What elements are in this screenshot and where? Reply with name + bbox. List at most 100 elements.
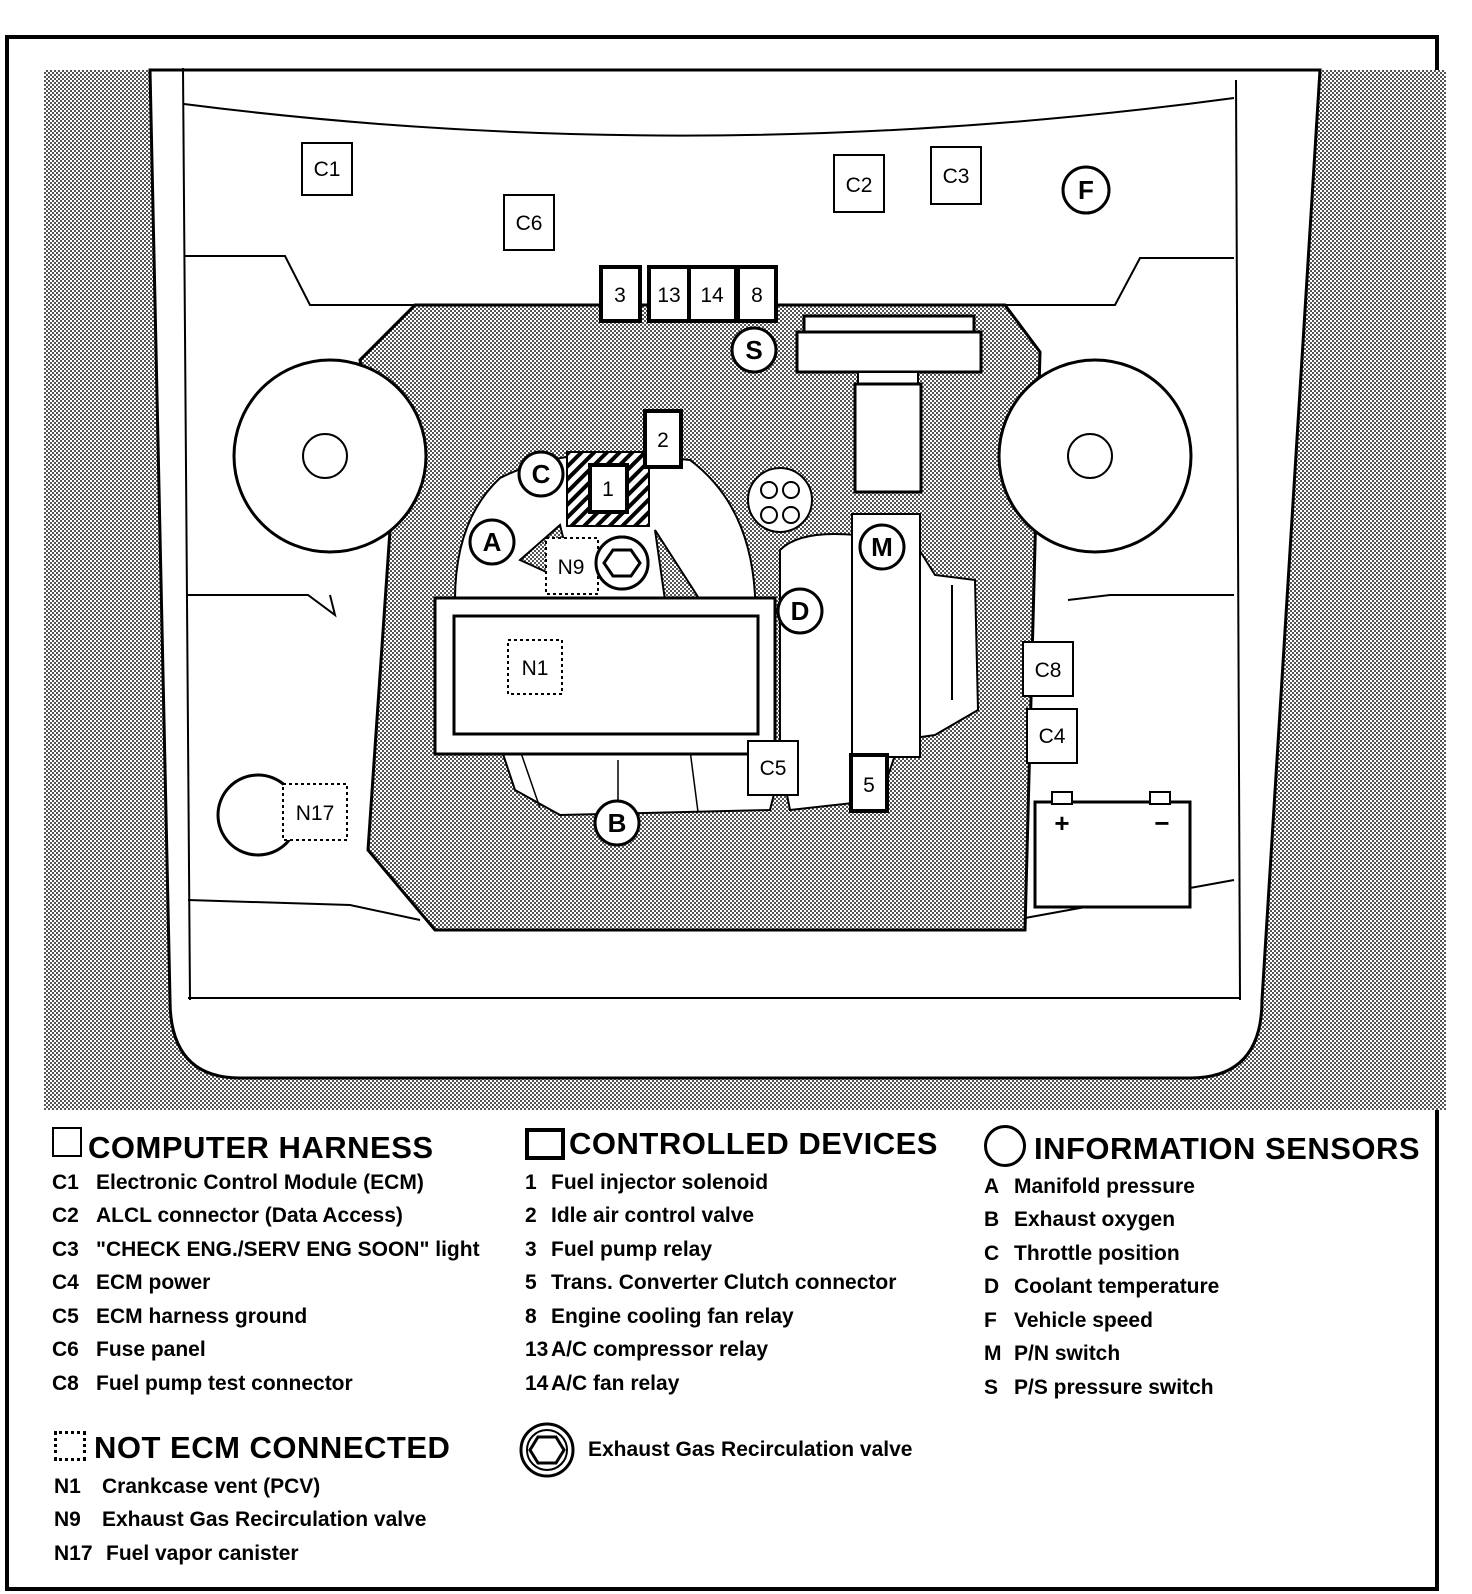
legend-not-ecm-connected-title: NOT ECM CONNECTED (94, 1430, 451, 1465)
device-3: 3 (599, 265, 642, 323)
information-sensors-circle-icon (984, 1125, 1026, 1167)
svg-text:C5: C5 (760, 757, 787, 780)
not-ecm-n1: N1 (507, 639, 563, 695)
svg-text:N1: N1 (522, 657, 549, 680)
device-2: 2 (643, 409, 683, 469)
battery: + − (1033, 791, 1192, 909)
left-lower-line (187, 899, 421, 921)
not-ecm-n17: N17 (282, 783, 348, 841)
legend-egr-symbol: Exhaust Gas Recirculation valve (518, 1422, 938, 1478)
svg-text:N9: N9 (558, 556, 585, 579)
inner-right-edge (1235, 79, 1241, 1001)
sensor-b: B (593, 799, 641, 847)
radiator-top-bar (802, 314, 976, 334)
svg-text:D: D (791, 596, 810, 626)
svg-text:S: S (745, 335, 762, 365)
svg-text:B: B (608, 808, 627, 838)
svg-text:2: 2 (657, 429, 669, 452)
svg-text:1: 1 (602, 478, 614, 501)
right-fender-line (1067, 594, 1234, 601)
sensor-d: D (776, 587, 824, 635)
radiator-stack (853, 382, 923, 494)
svg-text:F: F (1078, 175, 1094, 205)
harness-c2: C2 (833, 154, 885, 213)
svg-text:C1: C1 (314, 158, 341, 181)
svg-text:C6: C6 (516, 212, 543, 235)
svg-text:N17: N17 (296, 802, 335, 825)
controlled-devices-square-icon (525, 1128, 565, 1160)
svg-text:3: 3 (614, 284, 626, 307)
legend-row: C3"CHECK ENG./SERV ENG SOON" light (52, 1237, 480, 1261)
svg-text:8: 8 (751, 284, 763, 307)
cowl-panel (183, 97, 1235, 137)
egr-valve-front (594, 535, 650, 591)
sensor-s: S (730, 326, 778, 374)
device-5: 5 (849, 753, 889, 813)
sensor-f: F (1061, 165, 1111, 215)
radiator-neck (857, 371, 919, 385)
legend-information-sensors-title: INFORMATION SENSORS (1034, 1131, 1421, 1166)
device-8: 8 (736, 265, 778, 323)
harness-c4: C4 (1026, 708, 1078, 764)
battery-plus: + (1054, 808, 1069, 838)
svg-text:5: 5 (863, 774, 875, 797)
harness-c3: C3 (930, 146, 982, 205)
not-ecm-dotted-square-icon (54, 1431, 86, 1461)
device-13: 13 (647, 265, 691, 323)
battery-minus: − (1154, 808, 1169, 838)
svg-text:C: C (532, 459, 551, 489)
svg-text:14: 14 (700, 284, 724, 307)
sensor-c: C (517, 450, 565, 498)
harness-c5: C5 (747, 740, 799, 796)
left-fender-line (186, 594, 337, 618)
harness-c8: C8 (1022, 641, 1074, 697)
coolant-cap-cluster (747, 467, 813, 533)
radiator-top-body (795, 330, 983, 374)
svg-text:A: A (483, 527, 502, 557)
svg-text:C2: C2 (846, 174, 873, 197)
legend-computer-harness-header: COMPUTER HARNESS (52, 1122, 522, 1165)
legend-controlled-devices-header: CONTROLLED DEVICES (525, 1124, 945, 1164)
right-strut-tower (997, 358, 1193, 554)
svg-text:C8: C8 (1035, 659, 1062, 682)
inner-left-edge (182, 67, 191, 1001)
computer-harness-square-icon (52, 1127, 82, 1157)
svg-text:M: M (871, 532, 893, 562)
svg-text:13: 13 (657, 284, 680, 307)
sensor-a: A (468, 518, 516, 566)
svg-text:C4: C4 (1039, 725, 1066, 748)
egr-valve-icon (519, 1422, 575, 1478)
device-14: 14 (687, 265, 738, 323)
air-cleaner-inner (452, 614, 760, 736)
legend-egr-label: Exhaust Gas Recirculation valve (588, 1438, 913, 1461)
legend-controlled-devices-title: CONTROLLED DEVICES (569, 1126, 938, 1161)
left-strut-tower (232, 358, 428, 554)
not-ecm-n9: N9 (545, 537, 599, 595)
